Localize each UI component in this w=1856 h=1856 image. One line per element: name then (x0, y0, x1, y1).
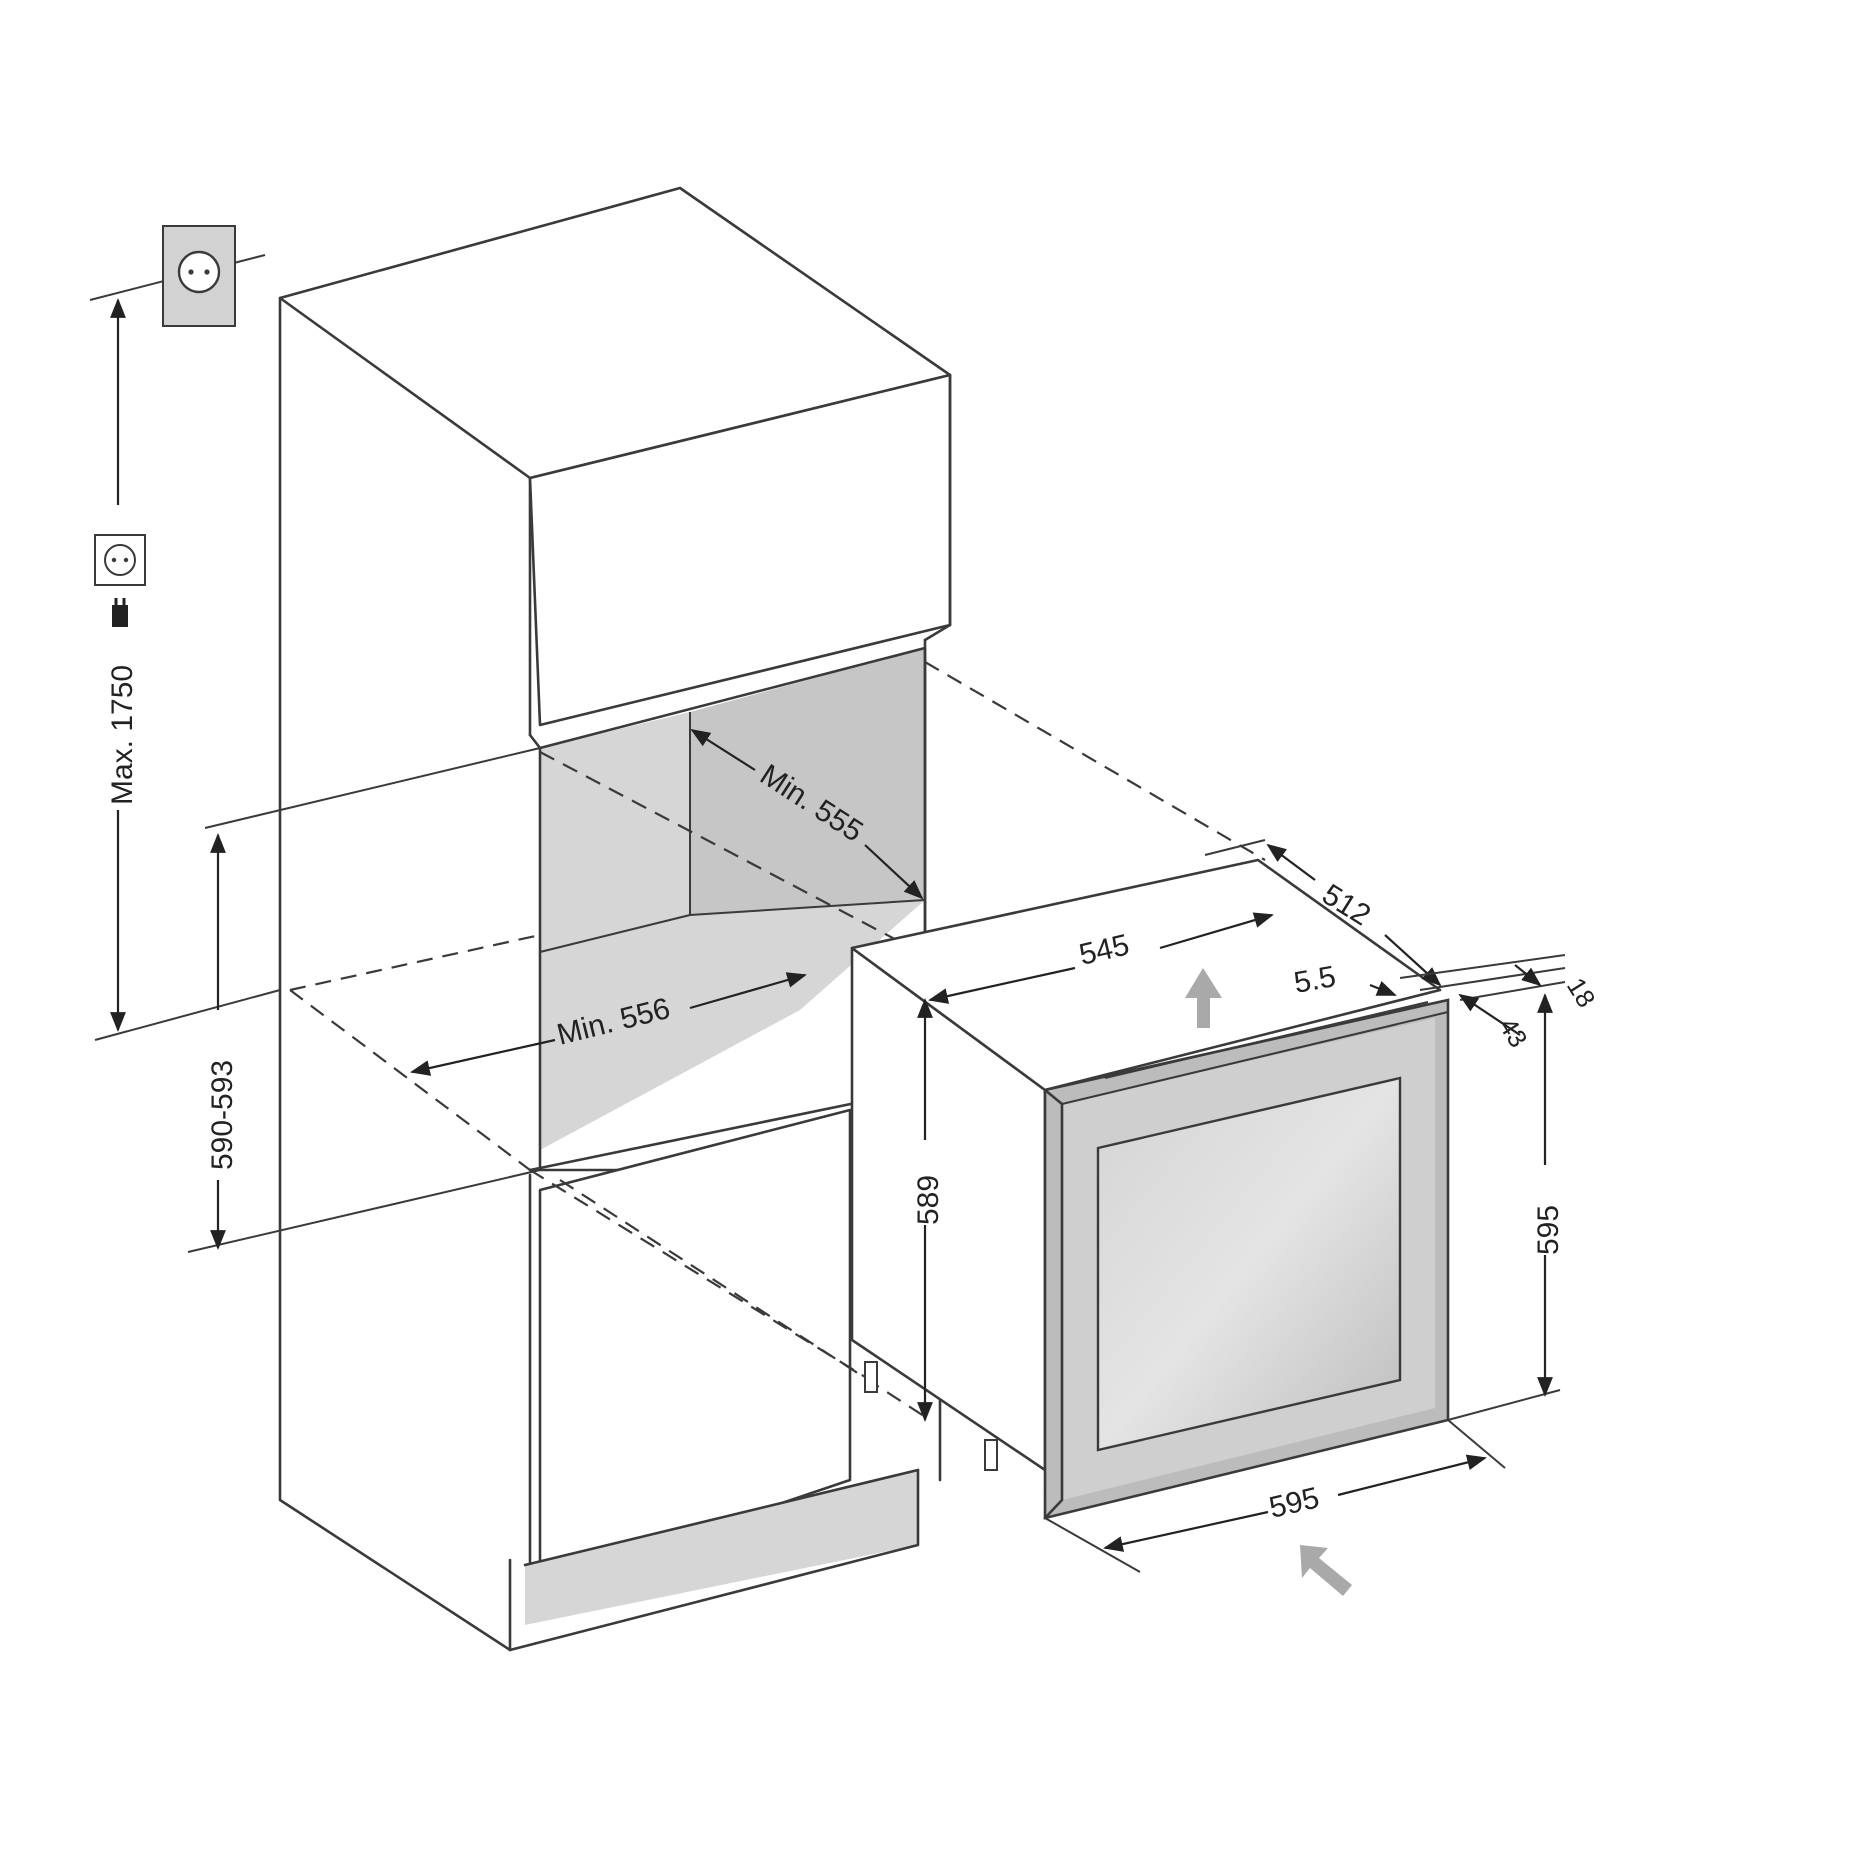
dim-label-front-width: 595 (1266, 1481, 1322, 1524)
dim-label-body-height: 589 (912, 1175, 945, 1225)
dim-label-max-height: Max. 1750 (106, 665, 139, 805)
dim-label-front-height: 595 (1532, 1205, 1565, 1255)
dim-label-niche-height: 590-593 (206, 1060, 239, 1170)
dim-label-offset: 18 (1561, 972, 1602, 1012)
dim-front-height: 595 (1447, 993, 1565, 1421)
airflow-arrow-icon (1300, 1545, 1352, 1596)
dim-max-height: Max. 1750 (94, 298, 281, 1041)
airflow-arrow-icon (1185, 968, 1222, 1028)
tall-cabinet (278, 186, 952, 1652)
wall-socket-icon (89, 225, 266, 327)
dim-body-height: 589 (912, 998, 945, 1422)
dim-niche-height: 590-593 (187, 747, 541, 1253)
wine-cooler-appliance (850, 858, 1450, 1520)
dim-label-door-gap: 5.5 (1291, 960, 1338, 1000)
socket-icon (94, 534, 146, 586)
dim-body-width: 545 (928, 912, 1274, 1028)
plug-icon (112, 598, 128, 627)
dim-label-door-thickness: 43 (1493, 1012, 1534, 1052)
